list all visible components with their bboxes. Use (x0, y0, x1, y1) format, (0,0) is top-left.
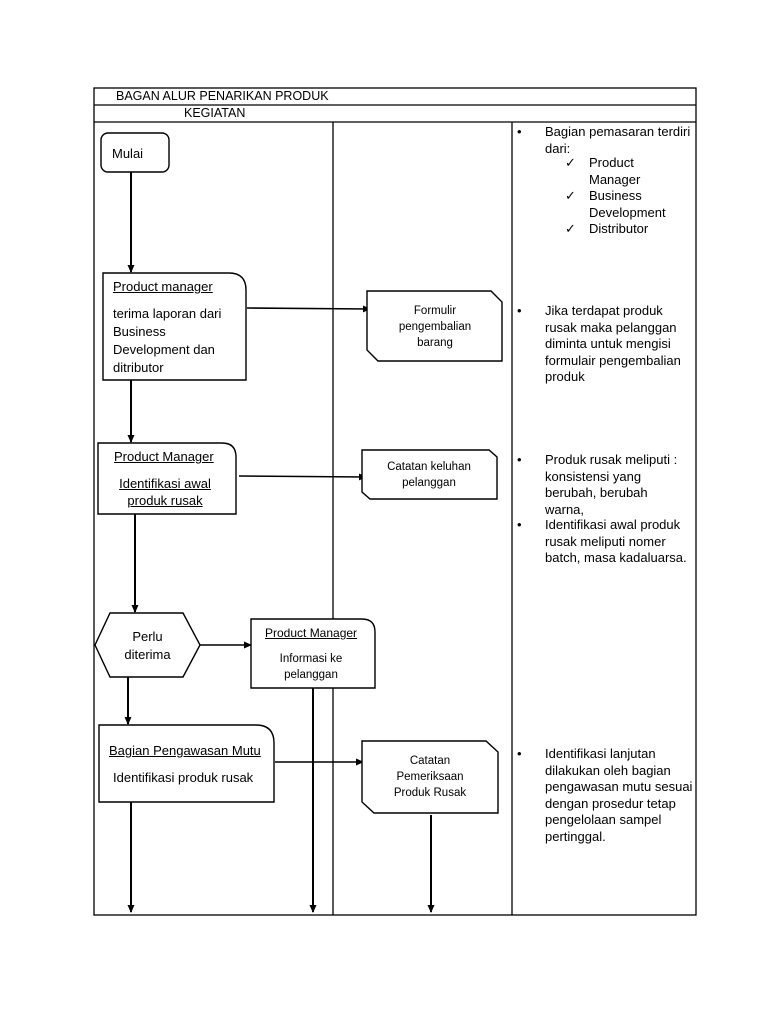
note-1-check-1-line-2: Manager (589, 171, 641, 187)
bullet-icon: • (517, 746, 522, 761)
note-1-check-2-line-2: Development (589, 204, 666, 220)
inspection-record-line-2: Pemeriksaan (396, 771, 464, 783)
note-2-line-5: produk (545, 369, 585, 384)
form-return-line-3: barang (417, 337, 453, 349)
bullet-icon: • (517, 124, 522, 139)
pm-inform-shape (250, 618, 376, 689)
qc-line-1: Identifikasi produk rusak (113, 770, 254, 785)
arrow-identify-to-complaint (238, 473, 367, 481)
checkmark-icon: ✓ (565, 221, 576, 236)
form-return-line-2: pengembalian (398, 321, 472, 333)
pm-report-line-3: Development dan (113, 342, 215, 357)
note-3-line-2: konsistensi yang (545, 468, 642, 484)
complaint-record-line-1: Catatan keluhan (387, 461, 471, 473)
note-3-line-4: warna, (545, 501, 585, 517)
decision-shape (94, 612, 201, 678)
note-5-line-2: dilakukan oleh bagian (545, 762, 671, 778)
pm-inform-line-2: pelanggan (284, 669, 338, 681)
note-1-check-1: ✓ Product Manager (565, 155, 693, 189)
note-2-line-2: rusak maka pelanggan (545, 319, 677, 335)
pm-report-shape (102, 272, 247, 381)
pm-inform-title: Product Manager (265, 626, 358, 640)
inspection-record-line-1: Catatan (409, 755, 451, 767)
inspection-record-shape (361, 740, 499, 814)
pm-identify-line-1: Identifikasi awal (119, 476, 211, 491)
note-1-check-3: ✓ Distributor (565, 221, 693, 239)
note-1-check-3-line-1: Distributor (589, 221, 649, 236)
decision-line-2: diterima (124, 647, 171, 662)
note-5: • Identifikasi lanjutan dilakukan oleh b… (517, 746, 693, 846)
checkmark-icon: ✓ (565, 155, 576, 170)
note-5-line-6: pertinggal. (545, 828, 606, 844)
bullet-icon: • (517, 517, 522, 532)
note-1-check-2-line-1: Business (589, 188, 642, 203)
note-1-check-2: ✓ Business Development (565, 188, 693, 222)
note-2-line-1: Jika terdapat produk (545, 303, 663, 318)
note-4-line-1: Identifikasi awal produk (545, 517, 681, 532)
checkmark-icon: ✓ (565, 188, 576, 203)
pm-report-title: Product manager (113, 279, 213, 294)
pm-inform-line-1: Informasi ke (279, 653, 343, 665)
diagram-title: BAGAN ALUR PENARIKAN PRODUK (116, 89, 329, 103)
note-3-line-1: Produk rusak meliputi : (545, 452, 678, 467)
note-5-line-1: Identifikasi lanjutan (545, 746, 656, 761)
note-2: • Jika terdapat produk rusak maka pelang… (517, 303, 693, 387)
note-2-line-4: formulair pengembalian (545, 352, 681, 368)
note-5-line-4: dengan prosedur tetap (545, 795, 676, 811)
note-1: • Bagian pemasaran terdiri dari: (517, 124, 693, 160)
bullet-icon: • (517, 452, 522, 467)
complaint-record-line-2: pelanggan (402, 477, 456, 489)
qc-title: Bagian Pengawasan Mutu (109, 743, 261, 758)
note-4-line-3: batch, masa kadaluarsa. (545, 550, 687, 565)
column-heading-kegiatan: KEGIATAN (184, 106, 246, 120)
note-4-line-2: rusak meliputi nomer (545, 533, 666, 549)
note-4: • Identifikasi awal produk rusak meliput… (517, 517, 693, 569)
pm-identify-title: Product Manager (114, 449, 214, 464)
form-return-shape (366, 290, 503, 362)
qc-shape (98, 724, 275, 803)
start-shape (100, 132, 170, 173)
note-5-line-3: pengawasan mutu sesuai (545, 779, 693, 794)
pm-identify-line-2: produk rusak (127, 493, 203, 508)
bullet-icon: • (517, 303, 522, 318)
pm-report-line-2: Business (113, 324, 166, 339)
complaint-record-shape (361, 449, 498, 500)
form-return-line-1: Formulir (413, 305, 457, 317)
arrow-pm-to-form (246, 305, 371, 313)
decision-line-1: Perlu (132, 629, 163, 644)
note-2-line-3: diminta untuk mengisi (545, 336, 671, 351)
inspection-record-line-3: Produk Rusak (393, 787, 467, 799)
pm-report-line-1: terima laporan dari (113, 306, 222, 321)
note-5-line-5: pengelolaan sampel (545, 812, 662, 827)
table-frame (93, 87, 697, 916)
start-label: Mulai (112, 146, 144, 161)
note-1-check-1-line-1: Product (589, 155, 634, 170)
note-1-line-1: Bagian pemasaran terdiri (545, 124, 691, 139)
note-1-line-2: dari: (545, 140, 571, 156)
note-3: • Produk rusak meliputi : konsistensi ya… (517, 452, 693, 520)
pm-identify-shape (97, 442, 237, 515)
note-3-line-3: berubah, berubah (545, 485, 648, 500)
pm-report-line-4: ditributor (113, 360, 164, 375)
